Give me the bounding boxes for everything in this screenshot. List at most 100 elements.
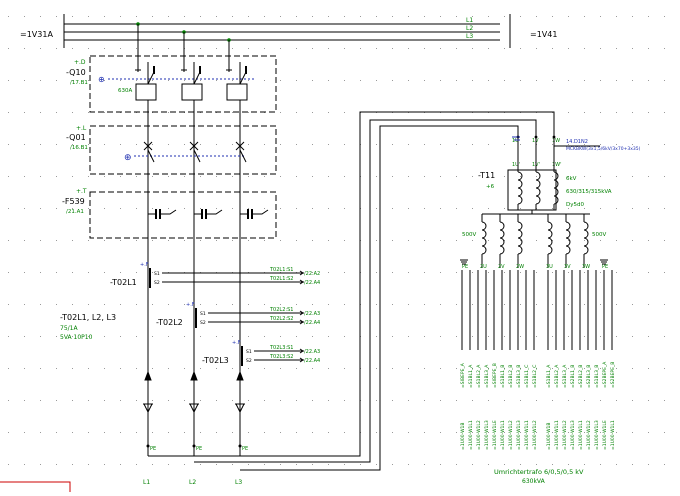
grid-dots: [8, 16, 665, 465]
cable-left-label-1: =1U00-W1B: [460, 423, 466, 451]
ct-ref-1-3: /22.A3: [304, 349, 320, 355]
cable-left-label-8: =1U00-W1L3: [516, 420, 522, 450]
ct-ref-2-1: /22.A4: [304, 280, 320, 286]
busbar: =1V31A =1V41 L1 L2 L3: [20, 14, 557, 48]
arrow-3: [236, 370, 244, 381]
q01-drive-icon: ⊕: [124, 153, 132, 163]
ct-signal-2-1: T02L1:S2: [269, 276, 293, 282]
pe-label-1: PE: [150, 446, 156, 452]
sec-left-term-2: 2U: [480, 264, 487, 270]
cable-left-label-10: =1U00-W1L2: [532, 420, 538, 450]
trafo-primary-frame: [507, 169, 557, 211]
primary-coil-1: [517, 171, 523, 205]
f539-ref: /21.A1: [66, 209, 84, 215]
ct-ref-1-1: /22.A2: [304, 271, 320, 277]
bottom-label-l1: L1: [143, 479, 150, 486]
q10-rating: 630A: [118, 88, 132, 94]
trafo-vector: Dy5d0: [566, 202, 584, 208]
trafo-term-1w-b: 1W': [552, 162, 562, 168]
earth-right-icon: [600, 259, 608, 265]
cable-left-bottom-label-7: =S1BL2_B: [508, 365, 514, 388]
ct-signal-1-3: T02L3:S1: [269, 345, 293, 351]
ct-signal-1-2: T02L2:S1: [269, 307, 293, 313]
cable-left-label-4: =1U00-W1L3: [484, 420, 490, 450]
cable-left-label-6: =1U00-W1L1: [500, 420, 506, 450]
bottom-label-l3: L3: [235, 479, 242, 486]
ct-tag-3: -T02L3: [202, 356, 229, 365]
q01-location: +.L: [76, 125, 87, 132]
transformer-t11: 14.D1N2 MCKBKW(3x1,5/6kV/3x70+3x35) 1U 1…: [460, 132, 641, 485]
q10-disconnector: +.D -Q10 /17.B1 630A ⊕: [66, 55, 277, 113]
current-transformers: -T02L1, L2, L3 75/1A 5VA 10P10 +.F-T02L1…: [60, 262, 320, 366]
cable-right-bottom-label-2: =S1BL2_A: [554, 364, 560, 388]
f539-surge-arrester: +.T -F539 /21.A1: [62, 188, 277, 239]
cable-left-bottom-label-1: =SIBEPE_A: [460, 362, 466, 388]
q01-pole-2: [193, 149, 201, 163]
sec-left-term-1: PE: [462, 264, 468, 270]
q01-ref: /16.B1: [70, 145, 88, 151]
sec-left-term-4: 2W: [516, 264, 524, 270]
cable-right-bottom-label-6: =S2BL3_B: [586, 365, 592, 388]
ct-term-s1-2: S1: [200, 311, 206, 317]
q01-pole-3: [239, 149, 247, 163]
cable-left-bottom-label-8: =S1BL3_B: [516, 365, 522, 388]
cable-right-bottom-label-3: =S1BL3_A: [562, 364, 568, 388]
trafo-cable: MCKBKW(3x1,5/6kV/3x70+3x35): [566, 146, 641, 152]
cable-right-bottom-label-5: =S2BL2_B: [578, 365, 584, 388]
bus-phase-l2: L2: [466, 25, 473, 32]
earth-symbol-1: [143, 403, 153, 414]
ct-term-s1-1: S1: [154, 271, 160, 277]
cable-left-label-7: =1U00-W1L2: [508, 420, 514, 450]
primary-coil-2: [535, 171, 541, 205]
phase-conductors: [137, 24, 241, 456]
primary-coil-3: [553, 171, 559, 205]
cable-left-label-2: =1U00-W1L1: [468, 420, 474, 450]
hv-cable-run: L1 L2 L3 PE PE PE: [143, 111, 555, 486]
secondary-coil-left-1: [481, 221, 487, 255]
cable-right-label-4: =1U00-W1L3: [570, 420, 576, 450]
q01-breaker: +.L -Q01 /16.B1 ⊕: [66, 125, 277, 175]
ct-loc-3: +.F: [232, 340, 241, 346]
trafo-voltage: 6kV: [566, 176, 577, 182]
ct-group-tag: -T02L1, L2, L3: [60, 313, 116, 322]
frame-corner: [0, 481, 71, 492]
cable-right-label-7: =1U00-W1L3: [594, 420, 600, 450]
q10-ref: /17.B1: [70, 80, 88, 86]
ct-term-s2-3: S2: [246, 358, 252, 364]
sec-right-term-2: 3V: [564, 264, 571, 270]
ct-ref-1-2: /22.A3: [304, 311, 320, 317]
trafo-winding-right: 500V: [592, 232, 606, 238]
cable-right-bottom-label-4: =S2BL1_B: [570, 365, 576, 388]
cable-left-bottom-label-3: =S1BL2_A: [476, 364, 482, 388]
ct-loc-1: +.F: [140, 262, 149, 268]
cable-left-bottom-label-9: =S1BL1_C: [524, 365, 530, 388]
f539-location: +.T: [76, 188, 87, 195]
sec-left-term-3: 2V: [498, 264, 505, 270]
ct-signal-2-2: T02L2:S2: [269, 316, 293, 322]
trafo-tag: -T11: [478, 171, 495, 180]
trafo-caption-power: 630kVA: [522, 478, 546, 485]
trafo-term-1u: 1U: [512, 138, 519, 144]
secondary-coil-right-2: [565, 221, 571, 255]
cable-left-bottom-label-2: =S1BL1_A: [468, 364, 474, 388]
cable-right-label-8: =1U00-W1LE: [602, 420, 608, 450]
secondary-coil-left-3: [517, 221, 523, 255]
trafo-power: 630/315/315kVA: [566, 189, 612, 195]
cable-right-bottom-label-7: =S1BL3_B: [594, 365, 600, 388]
trafo-term-1u-b: 1U': [512, 162, 520, 168]
secondary-coil-right-3: [583, 221, 589, 255]
cable-left-label-9: =1U00-W1L1: [524, 420, 530, 450]
ct-term-s1-3: S1: [246, 349, 252, 355]
bus-left-label: =1V31A: [20, 30, 53, 39]
pe-label-3: PE: [242, 446, 248, 452]
ct-term-s2-1: S2: [154, 280, 160, 286]
trafo-winding-left: 500V: [462, 232, 476, 238]
q01-pole-1: [147, 149, 155, 163]
arrow-2: [190, 370, 198, 381]
trafo-term-1w: 1W: [552, 138, 560, 144]
ct-term-s2-2: S2: [200, 320, 206, 326]
q10-drive-icon: ⊕: [98, 75, 105, 84]
earth-symbol-3: [235, 403, 245, 414]
arrow-1: [144, 370, 152, 381]
